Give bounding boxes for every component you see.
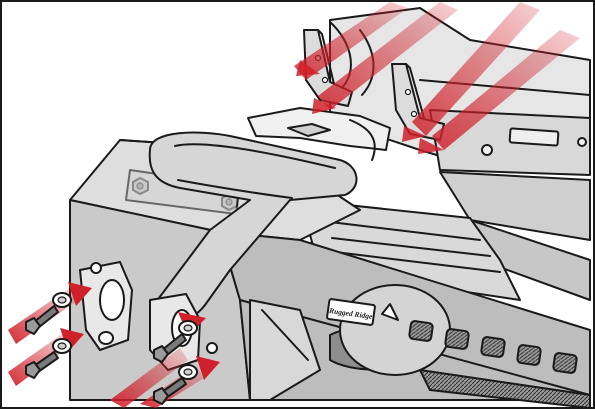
direction-arrow-icon [432,30,580,150]
bolt-assembly-3 [153,320,198,363]
bolt-icon [25,305,59,335]
vent-slot [444,328,470,350]
direction-arrow-icon [412,2,540,136]
bolt-assembly-5 [98,331,114,345]
bolt-icon [25,351,59,379]
brand-logo: Rugged Ridge [326,298,399,326]
bolt-assembly-4 [153,364,198,405]
vent-slot [552,352,578,374]
vent-slots [408,320,591,409]
direction-arrows-top [294,2,580,154]
gusset [249,299,321,401]
bolt-icon [153,333,187,363]
vent-slot [408,320,434,342]
vent-slot [480,336,506,358]
tube-bar [148,131,358,324]
direction-arrow-icon [294,2,408,80]
bolt-assembly-2 [25,338,72,379]
bolt-icon [153,377,187,405]
direction-arrow-icon [318,2,458,110]
bolt-assembly-1 [25,292,72,335]
clevis-mount-left [79,261,133,351]
direction-arrow-icon [110,348,188,408]
washer-icon [98,331,114,345]
vent-slot [516,344,542,366]
